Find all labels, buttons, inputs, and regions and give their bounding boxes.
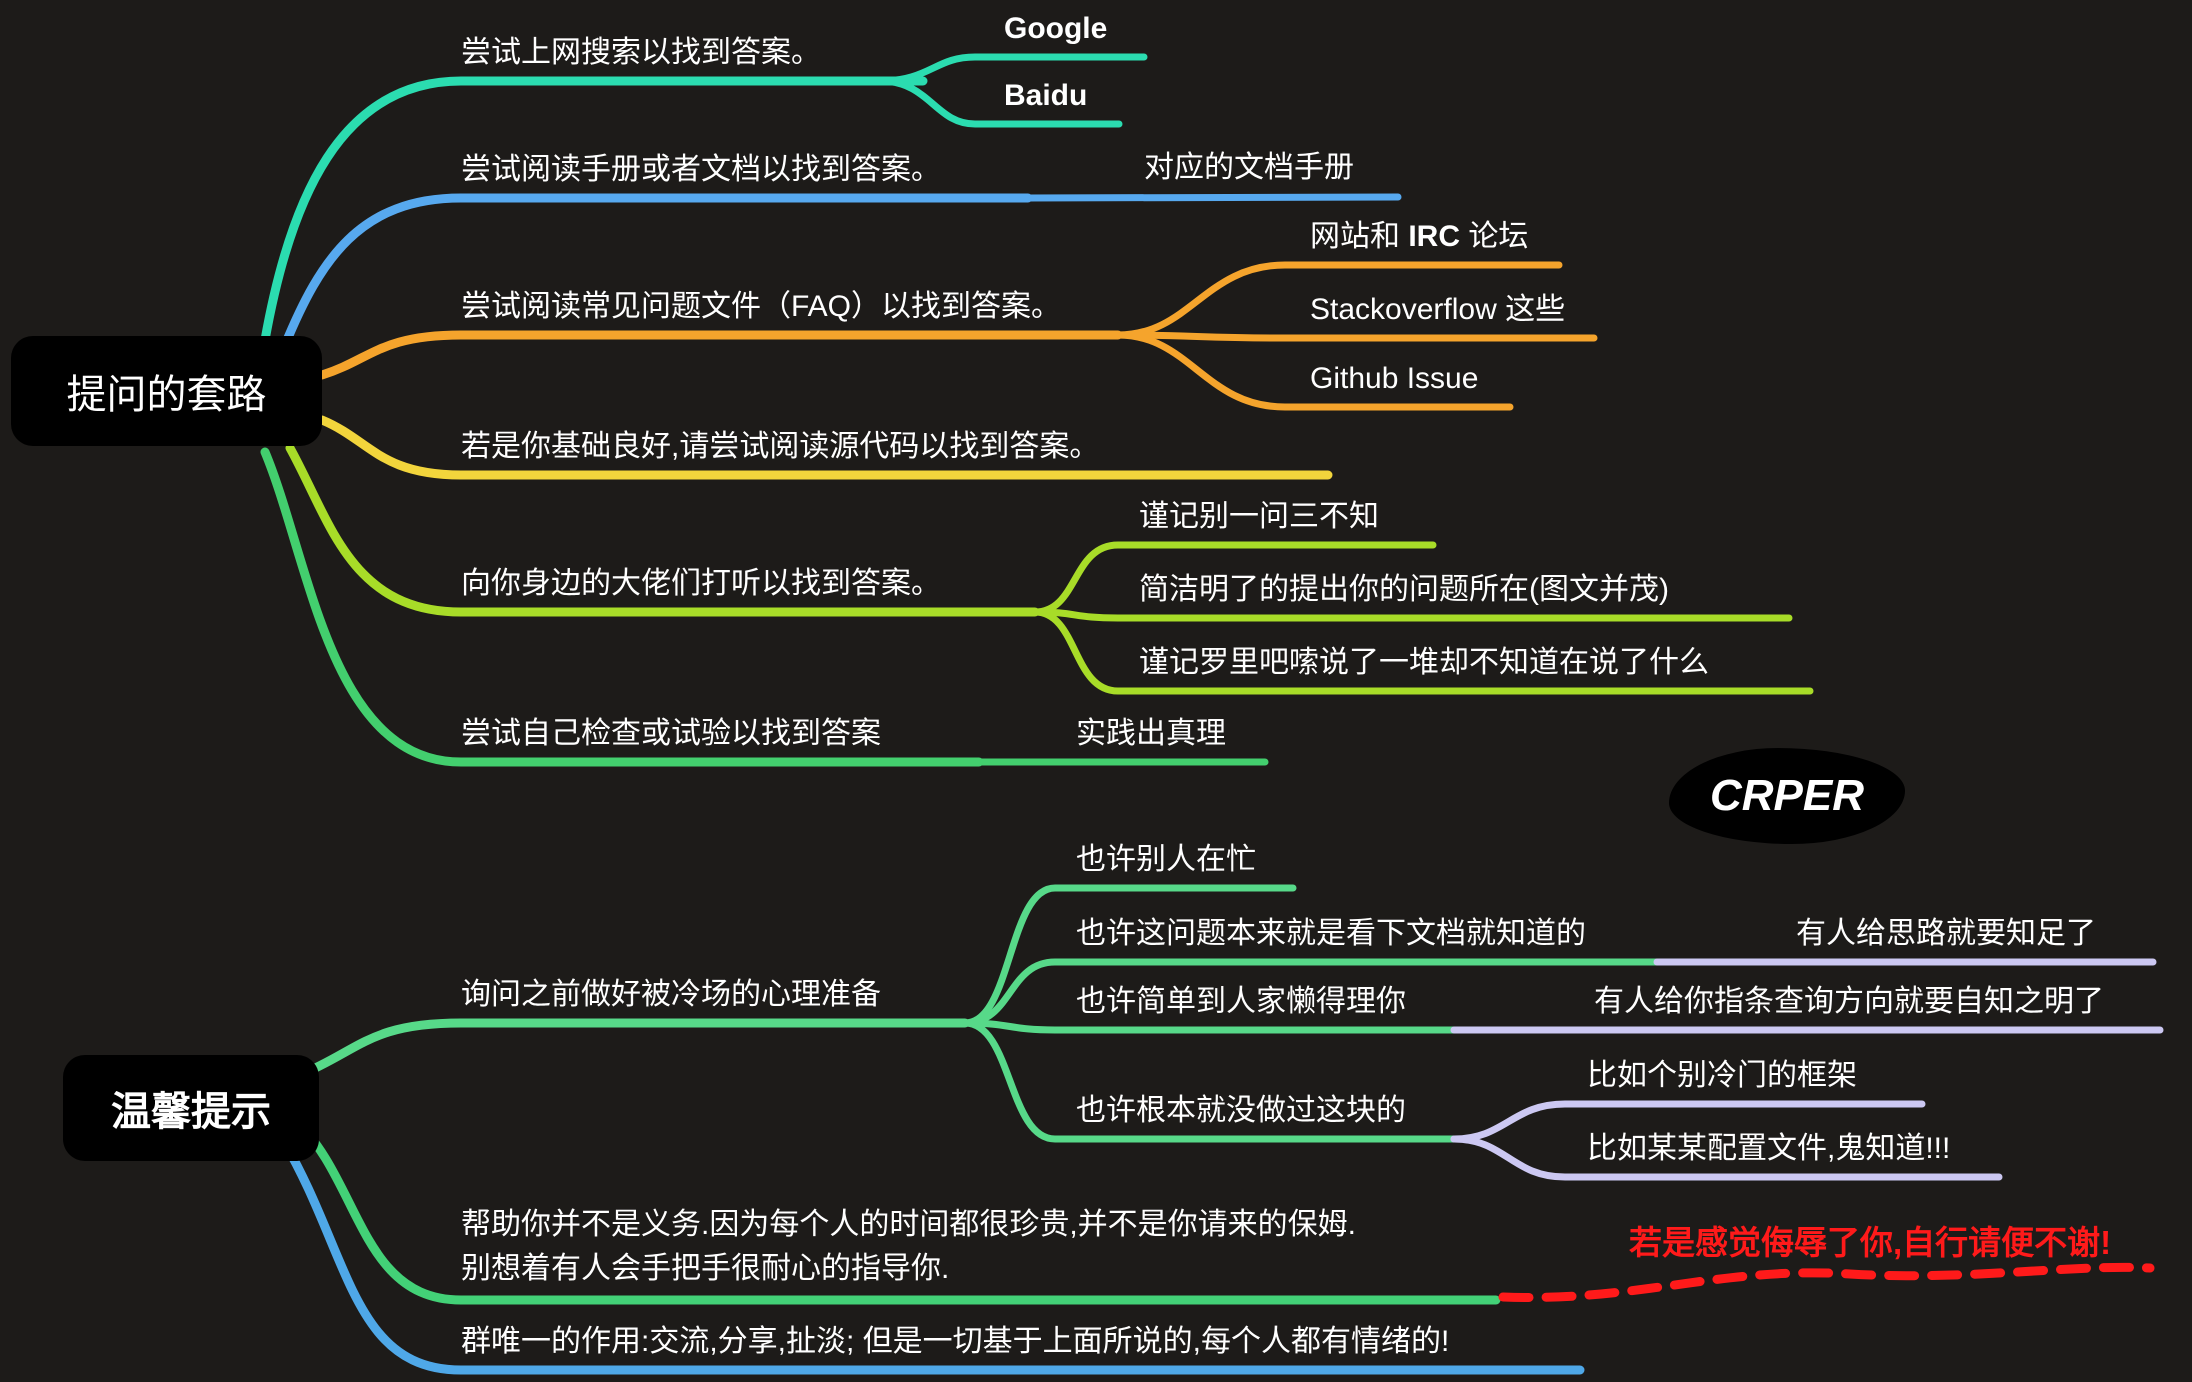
branch-experts-tip1-line bbox=[1031, 541, 1437, 616]
branch-cold-line bbox=[295, 1018, 970, 1080]
branch-search-baidu-line bbox=[876, 77, 1123, 128]
node-experts-tip2[interactable]: 简洁明了的提出你的问题所在(图文并茂) bbox=[1139, 573, 1669, 606]
duty-line1: 帮助你并不是义务.因为每个人的时间都很珍贵,并不是你请来的保姆. bbox=[461, 1208, 1357, 1241]
node-duty[interactable]: 帮助你并不是义务.因为每个人的时间都很珍贵,并不是你请来的保姆. 别想着有人会手… bbox=[461, 1203, 1511, 1290]
node-faq-stackoverflow[interactable]: Stackoverflow 这些 bbox=[1310, 293, 1566, 326]
node-experts-tip1[interactable]: 谨记别一问三不知 bbox=[1139, 500, 1379, 533]
crper-badge[interactable]: CRPER bbox=[1673, 752, 1901, 840]
node-cold-never[interactable]: 也许根本就没做过这块的 bbox=[1076, 1094, 1406, 1127]
faq-irc-bold: IRC bbox=[1408, 220, 1461, 253]
duty-warning-dashed-line bbox=[1498, 1262, 2155, 1302]
root-node-ask[interactable]: 提问的套路 bbox=[11, 336, 322, 446]
crper-badge-label: CRPER bbox=[1709, 771, 1865, 820]
branch-faq-stackoverflow-line bbox=[1114, 331, 1598, 342]
node-manual-docs[interactable]: 对应的文档手册 bbox=[1144, 151, 1354, 184]
node-search[interactable]: 尝试上网搜索以找到答案。 bbox=[461, 36, 821, 69]
branch-faq-line bbox=[317, 330, 1123, 380]
branch-cold-never-line bbox=[961, 1019, 1458, 1143]
node-faq[interactable]: 尝试阅读常见问题文件（FAQ）以找到答案。 bbox=[461, 290, 1062, 323]
node-source[interactable]: 若是你基础良好,请尝试阅读源代码以找到答案。 bbox=[461, 430, 1100, 463]
root-tips-label: 温馨提示 bbox=[111, 1090, 271, 1134]
branch-selfcheck-line bbox=[260, 447, 984, 767]
node-cold-docs-note[interactable]: 有人给思路就要知足了 bbox=[1796, 917, 2096, 950]
duty-line2: 别想着有人会手把手很耐心的指导你. bbox=[461, 1251, 950, 1285]
node-cold-docs[interactable]: 也许这问题本来就是看下文档就知道的 bbox=[1076, 917, 1586, 950]
branch-experts-tip2-line bbox=[1031, 608, 1793, 622]
node-cold-never-eg2[interactable]: 比如某某配置文件,鬼知道!!! bbox=[1587, 1132, 1951, 1165]
node-experts[interactable]: 向你身边的大佬们打听以找到答案。 bbox=[461, 567, 941, 600]
branch-faq-irc-line bbox=[1114, 261, 1563, 339]
node-duty-warning[interactable]: 若是感觉侮辱了你,自行请便不谢! bbox=[1629, 1224, 2112, 1262]
faq-irc-pre: 网站和 bbox=[1310, 220, 1409, 253]
branch-duty-line bbox=[290, 1115, 1501, 1305]
branch-manual-line bbox=[280, 193, 1033, 350]
branch-manual-docs-line bbox=[1024, 193, 1402, 202]
node-group[interactable]: 群唯一的作用:交流,分享,扯淡; 但是一切基于上面所说的,每个人都有情绪的! bbox=[461, 1325, 1450, 1358]
branch-group-line bbox=[275, 1130, 1585, 1375]
node-cold[interactable]: 询问之前做好被冷场的心理准备 bbox=[461, 978, 881, 1011]
branch-experts-line bbox=[285, 443, 1040, 617]
node-google[interactable]: Google bbox=[1004, 12, 1108, 45]
node-manual[interactable]: 尝试阅读手册或者文档以找到答案。 bbox=[461, 153, 941, 186]
node-experts-tip3[interactable]: 谨记罗里吧嗦说了一堆却不知道在说了什么 bbox=[1139, 646, 1709, 679]
node-selfcheck[interactable]: 尝试自己检查或试验以找到答案 bbox=[461, 717, 881, 750]
node-faq-github[interactable]: Github Issue bbox=[1310, 362, 1479, 395]
node-cold-simple[interactable]: 也许简单到人家懒得理你 bbox=[1076, 985, 1406, 1018]
node-baidu[interactable]: Baidu bbox=[1004, 79, 1088, 112]
branch-faq-github-line bbox=[1114, 331, 1514, 411]
faq-irc-post: 论坛 bbox=[1460, 220, 1529, 253]
branch-experts-tip3-line bbox=[1031, 608, 1814, 695]
node-faq-irc[interactable]: 网站和 IRC 论坛 bbox=[1310, 219, 1528, 255]
root-ask-label: 提问的套路 bbox=[66, 373, 267, 417]
node-cold-busy[interactable]: 也许别人在忙 bbox=[1076, 843, 1256, 876]
node-selfcheck-practice[interactable]: 实践出真理 bbox=[1076, 717, 1226, 750]
branch-search-line bbox=[260, 76, 928, 345]
branch-cold-never-eg2-line bbox=[1450, 1135, 2003, 1181]
branch-cold-simple-line bbox=[961, 1019, 1458, 1034]
node-cold-never-eg1[interactable]: 比如个别冷门的框架 bbox=[1587, 1059, 1857, 1092]
node-cold-simple-note[interactable]: 有人给你指条查询方向就要自知之明了 bbox=[1594, 985, 2104, 1018]
branch-source-line bbox=[317, 415, 1333, 480]
branch-cold-busy-line bbox=[961, 884, 1297, 1027]
root-node-tips[interactable]: 温馨提示 bbox=[63, 1055, 319, 1161]
